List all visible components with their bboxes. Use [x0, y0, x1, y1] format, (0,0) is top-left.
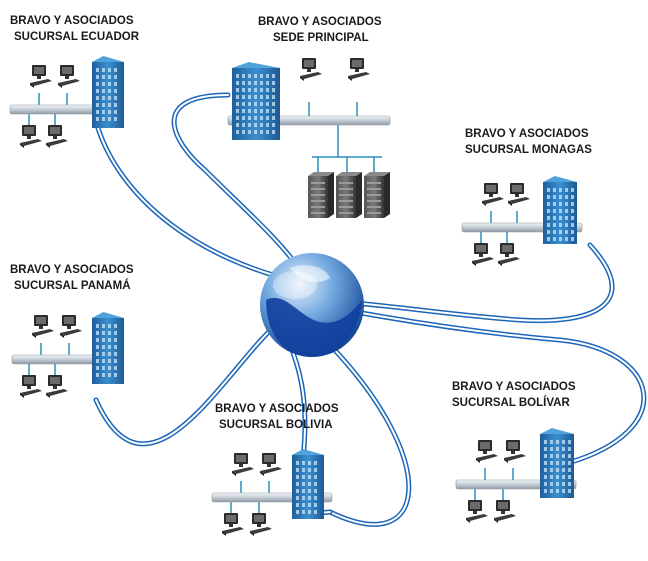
site-monagas [461, 176, 583, 266]
wan-link-core-bolivar [344, 309, 645, 464]
computer-icon [58, 65, 80, 88]
wan-link-core-panama [95, 321, 281, 445]
site-label-principal-line2: SEDE PRINCIPAL [273, 32, 369, 44]
site-label-panama-line1: BRAVO Y ASOCIADOS [10, 264, 134, 276]
site-label-bolivar-line2: SUCURSAL BOLÍVAR [452, 396, 570, 409]
computer-icon [504, 440, 526, 463]
computer-icon [472, 243, 494, 266]
computer-icon [46, 375, 68, 398]
wan-link-ecuador [94, 122, 303, 285]
site-label-principal-line1: BRAVO Y ASOCIADOS [258, 16, 382, 28]
building-icon [92, 312, 124, 384]
computer-icon [466, 500, 488, 523]
site-label-ecuador-line1: BRAVO Y ASOCIADOS [10, 15, 134, 27]
wan-link-core-principal [173, 94, 301, 271]
computer-icon [60, 315, 82, 338]
computer-icon [20, 125, 42, 148]
site-label-monagas-line1: BRAVO Y ASOCIADOS [465, 128, 589, 140]
computer-icon [222, 513, 244, 536]
building-icon [540, 428, 574, 498]
site-bolivia [211, 449, 333, 536]
computer-icon [250, 513, 272, 536]
wan-link-bolivia [327, 342, 412, 527]
computer-icon [348, 58, 370, 81]
site-labels: BRAVO Y ASOCIADOS SUCURSAL ECUADOR BRAVO… [10, 15, 592, 431]
building-icon [232, 62, 280, 140]
computer-icon [232, 453, 254, 476]
site-label-bolivia-line1: BRAVO Y ASOCIADOS [215, 403, 339, 415]
site-label-bolivar-line1: BRAVO Y ASOCIADOS [452, 381, 576, 393]
computer-icon [508, 183, 530, 206]
computer-icon [498, 243, 520, 266]
computer-icon [20, 375, 42, 398]
wan-link-monagas [337, 242, 615, 324]
site-label-monagas-line2: SUCURSAL MONAGAS [465, 144, 592, 156]
globe-icon [260, 253, 364, 357]
site-panama [11, 312, 124, 398]
computer-icon [482, 183, 504, 206]
computer-icon [32, 315, 54, 338]
computer-icon [260, 453, 282, 476]
building-icon [92, 56, 124, 128]
computer-icon [30, 65, 52, 88]
wan-link-core-bolivia [329, 344, 410, 526]
site-bolivar [455, 428, 577, 523]
building-icon [292, 449, 324, 519]
sites-layer [9, 56, 583, 536]
site-label-bolivia-line2: SUCURSAL BOLIVIA [219, 419, 333, 431]
site-label-ecuador-line2: SUCURSAL ECUADOR [14, 31, 140, 43]
server-icon [364, 172, 390, 218]
computer-icon [46, 125, 68, 148]
server-icon [336, 172, 362, 218]
computer-icon [476, 440, 498, 463]
site-ecuador [9, 56, 124, 148]
site-label-panama-line2: SUCURSAL PANAMÁ [14, 279, 131, 292]
computer-icon [300, 58, 322, 81]
site-principal [227, 58, 391, 218]
computer-icon [494, 500, 516, 523]
wan-link-core-monagas [339, 244, 613, 322]
wan-link-core-ecuador [96, 124, 301, 283]
server-icon [308, 172, 334, 218]
building-icon [543, 176, 577, 244]
